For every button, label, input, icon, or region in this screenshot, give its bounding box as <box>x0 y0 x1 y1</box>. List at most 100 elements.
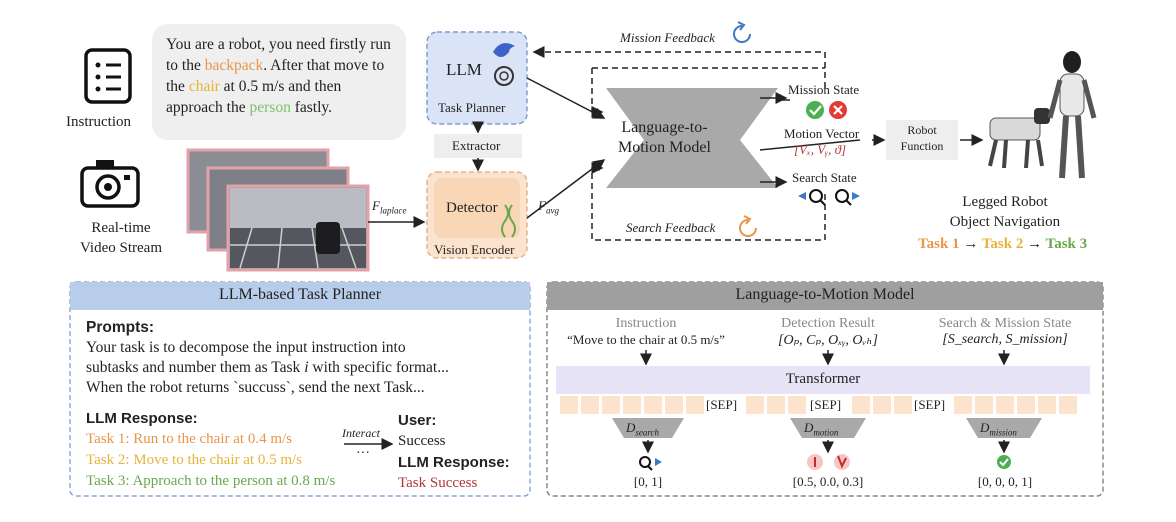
whale-icon <box>493 43 515 57</box>
seq-task2: Task 2 <box>981 236 1024 252</box>
search-right-icon <box>835 189 860 206</box>
f-laplace-sub: laplace <box>379 205 407 216</box>
search-feedback-label: Search Feedback <box>626 220 716 235</box>
d-search-label: Dsearch <box>626 420 659 438</box>
prompts-block: Prompts: Your task is to decompose the i… <box>86 318 449 398</box>
d-motion-trapezoid <box>790 418 866 438</box>
extractor-box <box>434 134 522 158</box>
f-avg-sub: avg <box>545 205 559 216</box>
instr-text-4: fastly. <box>290 99 333 116</box>
instr-text-2: . After that move to the <box>166 57 385 95</box>
video-label-2: Video Stream <box>80 240 162 256</box>
prompts-heading: Prompts: <box>86 319 155 336</box>
search-left-icon <box>798 189 826 206</box>
ltm-shape <box>606 88 778 188</box>
d-search-main: D <box>626 420 636 435</box>
robot-function-box <box>886 120 958 160</box>
out-mission: [0, 0, 0, 1] <box>977 474 1033 489</box>
interact-dots: ··· <box>356 446 370 461</box>
check-icon <box>806 101 824 119</box>
motion-output-icon <box>807 454 850 470</box>
llm-label: LLM <box>446 60 482 79</box>
vision-encoder-label: Vision Encoder <box>434 242 515 257</box>
col2-value: [Oₚ, Cₚ, Oₓᵧ, Oᵥₕ] <box>778 333 878 348</box>
search-feedback-refresh-icon <box>739 215 757 237</box>
col1-value: “Move to the chair at 0.5 m/s” <box>567 332 725 347</box>
llm-response-block: LLM Response: Task 1: Run to the chair a… <box>86 408 335 492</box>
user-heading: User: <box>398 412 437 429</box>
d-mission-trapezoid <box>966 418 1042 438</box>
d-motion-main: D <box>804 420 814 435</box>
prompt-line-2a: subtasks and number them as Task <box>86 359 305 376</box>
llm-response-heading-2: LLM Response: <box>398 454 510 471</box>
d-mission-sub: mission <box>989 427 1017 438</box>
sep-3: [SEP] <box>914 397 946 412</box>
mission-feedback-label: Mission Feedback <box>620 30 715 45</box>
mission-output-check-icon <box>997 455 1011 469</box>
llm-response-heading: LLM Response: <box>86 410 198 427</box>
f-laplace-label: Flaplace <box>372 198 406 216</box>
robot-function-2: Function <box>900 139 944 153</box>
dna-icon <box>501 204 516 238</box>
sep-2: [SEP] <box>810 397 842 412</box>
prompt-line-2: subtasks and number them as Task i with … <box>86 358 449 378</box>
response-task-1: Task 1: Run to the chair at 0.4 m/s <box>86 431 293 447</box>
instr-person: person <box>249 99 291 116</box>
search-output-icon <box>639 456 662 471</box>
response-task-2: Task 2: Move to the chair at 0.5 m/s <box>86 452 302 468</box>
transformer-label: Transformer <box>785 371 861 387</box>
ltm-label-2: Motion Model <box>618 139 711 156</box>
col3-value: [S_search, S_mission] <box>942 332 1068 347</box>
instruction-bubble: You are a robot, you need firstly run to… <box>152 24 406 140</box>
seq-task1: Task 1 <box>918 236 960 252</box>
right-panel-title: Language-to-Motion Model <box>735 286 915 303</box>
task-planner-label: Task Planner <box>438 100 506 115</box>
prompt-line-2i: i <box>304 359 309 376</box>
ltm-label-1: Language-to- <box>621 119 708 136</box>
ltm-label: Language-to- Motion Model <box>618 118 711 158</box>
task-success: Task Success <box>398 475 478 491</box>
d-mission-label: Dmission <box>980 420 1017 438</box>
interact-label: Interact <box>342 426 380 440</box>
cross-icon <box>829 101 847 119</box>
user-block: User: Success LLM Response: Task Success <box>398 410 510 494</box>
sep-1: [SEP] <box>706 397 738 412</box>
motion-vector-formula: [Vₓ, Vᵧ, ϑ] <box>794 142 847 157</box>
prompt-line-1: Your task is to decompose the input inst… <box>86 339 406 356</box>
instruction-icon <box>84 48 132 104</box>
camera-icon <box>80 160 140 208</box>
robot-function-1: Robot <box>907 123 937 137</box>
col1-title: Instruction <box>615 316 677 331</box>
response-task-3: Task 3: Approach to the person at 0.8 m/… <box>86 473 336 489</box>
instr-chair: chair <box>188 78 220 95</box>
d-search-trapezoid <box>612 418 684 438</box>
d-motion-label: Dmotion <box>804 420 838 438</box>
f-avg-label: Favg <box>538 198 559 216</box>
video-label-1: Real-time <box>91 220 151 236</box>
robot-function-label: Robot Function <box>886 122 958 154</box>
openai-icon <box>494 66 514 86</box>
instruction-label: Instruction <box>66 114 131 130</box>
legged-robot-label: Legged Robot Object Navigation <box>930 192 1080 232</box>
robot-dog-icon <box>988 108 1050 169</box>
seq-arrow-1: → <box>963 236 979 252</box>
legged-2: Object Navigation <box>949 214 1061 230</box>
col3-title: Search & Mission State <box>938 316 1072 331</box>
instr-text-3: at 0.5 m/s and then approach the <box>166 78 342 116</box>
out-motion: [0.5, 0.0, 0.3] <box>792 474 864 489</box>
instr-backpack: backpack <box>204 57 264 74</box>
extractor-label: Extractor <box>452 138 501 153</box>
seq-task3: Task 3 <box>1045 236 1088 252</box>
f-laplace-main: F <box>372 198 380 213</box>
d-motion-sub: motion <box>813 427 839 438</box>
prompt-line-3: When the robot returns `succuss`, send t… <box>86 379 425 396</box>
mission-state-label: Mission State <box>788 82 860 97</box>
task-sequence: Task 1 → Task 2 → Task 3 <box>918 236 1087 253</box>
seq-arrow-2: → <box>1027 236 1043 252</box>
left-panel-title: LLM-based Task Planner <box>218 286 382 303</box>
out-search: [0, 1] <box>633 474 663 489</box>
motion-vector-label: Motion Vector <box>784 126 860 141</box>
mission-feedback-refresh-icon <box>733 21 751 43</box>
video-frames <box>186 148 370 272</box>
